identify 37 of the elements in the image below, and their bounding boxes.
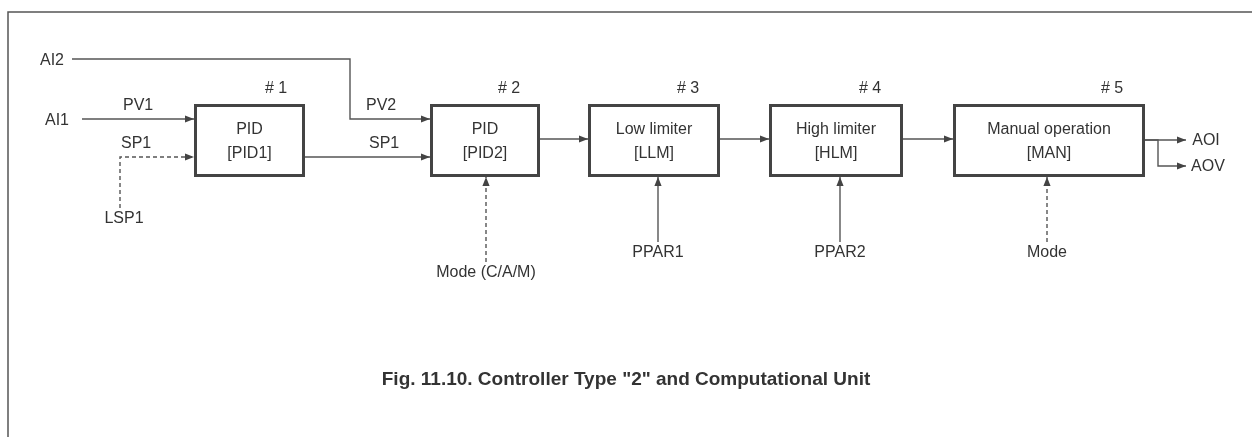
block-tag: [MAN]	[1026, 140, 1072, 164]
function-block	[953, 104, 1145, 177]
figure-caption: Fig. 11.10. Controller Type "2" and Computational Unit	[381, 368, 871, 389]
dashed-arrow	[482, 176, 490, 263]
signal-label: AOV	[1186, 156, 1230, 176]
arrow	[836, 176, 844, 243]
signal-label: LSP1	[94, 208, 154, 228]
block-name: PID	[471, 119, 499, 140]
block-name: High limiter	[796, 119, 876, 140]
block-name: PID	[236, 119, 263, 140]
arrow	[81, 115, 195, 123]
block-tag: [PID2]	[462, 140, 508, 164]
dashed-arrow	[1043, 176, 1051, 243]
signal-label: Mode (C/A/M)	[418, 262, 554, 282]
signal-label: PPAR1	[620, 242, 696, 262]
arrow	[304, 153, 431, 161]
arrow	[719, 135, 770, 143]
arrow	[902, 135, 954, 143]
function-block	[430, 104, 540, 177]
block-tag: [LLM]	[634, 140, 674, 164]
arrow	[1144, 139, 1187, 170]
arrow	[654, 176, 662, 243]
function-block	[769, 104, 903, 177]
block-tag: [HLM]	[814, 140, 858, 164]
signal-label: PPAR2	[802, 242, 878, 262]
signal-label: Mode	[1018, 242, 1076, 262]
dashed-arrow	[119, 153, 195, 209]
signal-label: AI1	[32, 110, 82, 129]
arrow	[71, 58, 431, 123]
signal-label: AOI	[1186, 130, 1226, 150]
block-name: Manual operation	[987, 119, 1111, 140]
function-block	[588, 104, 720, 177]
arrow	[539, 135, 589, 143]
block-name: Low limiter	[615, 119, 693, 140]
function-block	[194, 104, 305, 177]
block-tag: [PID1]	[227, 140, 272, 164]
signal-label: AI2	[32, 50, 72, 69]
